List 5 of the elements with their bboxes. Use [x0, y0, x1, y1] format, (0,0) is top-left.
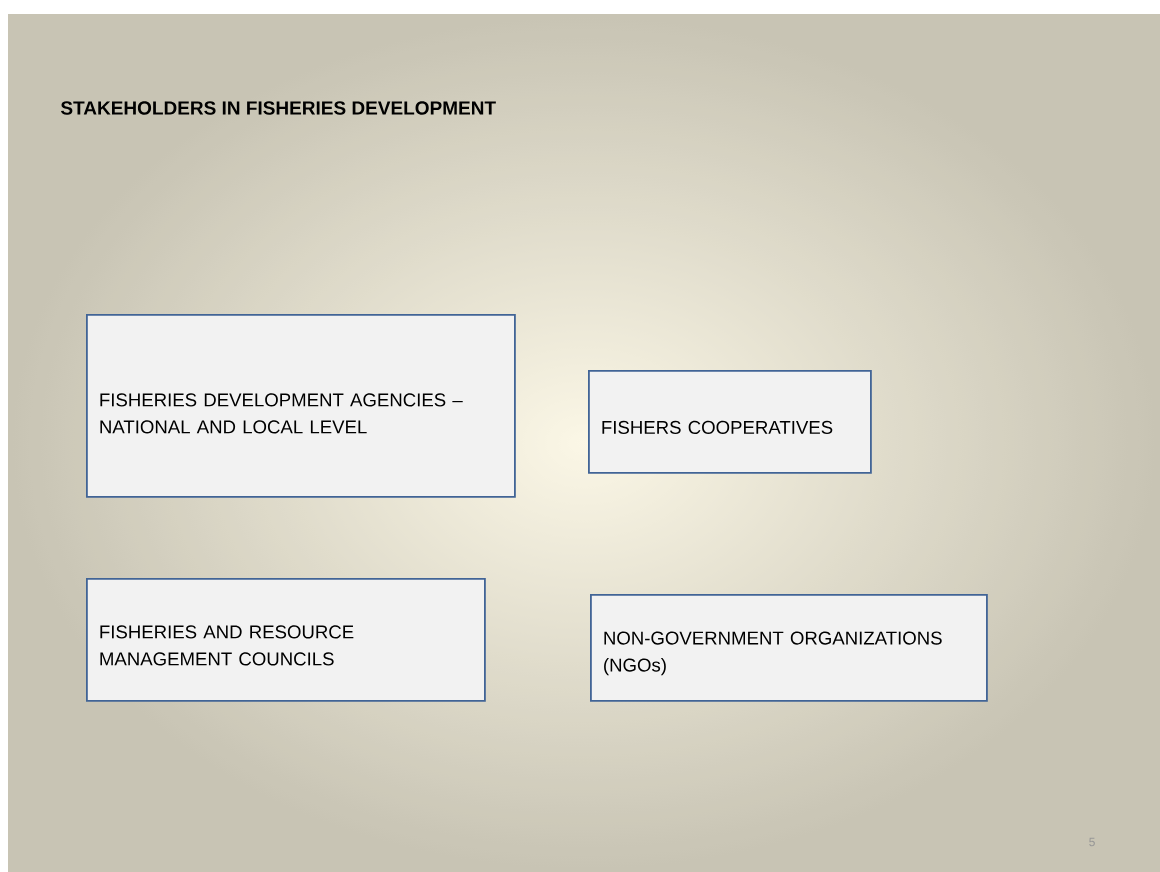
stakeholder-box: FISHERS COOPERATIVES — [588, 370, 872, 474]
stakeholder-box: FISHERIES AND RESOURCE MANAGEMENT COUNCILS — [86, 578, 486, 702]
slide-title: STAKEHOLDERS IN FISHERIES DEVELOPMENT — [60, 101, 496, 115]
stakeholder-box: FISHERIES DEVELOPMENT AGENCIES – NATIONAL AND LOCAL LEVEL — [86, 314, 516, 498]
stakeholder-box: NON-GOVERNMENT ORGANIZATIONS (NGOs) — [590, 594, 988, 702]
